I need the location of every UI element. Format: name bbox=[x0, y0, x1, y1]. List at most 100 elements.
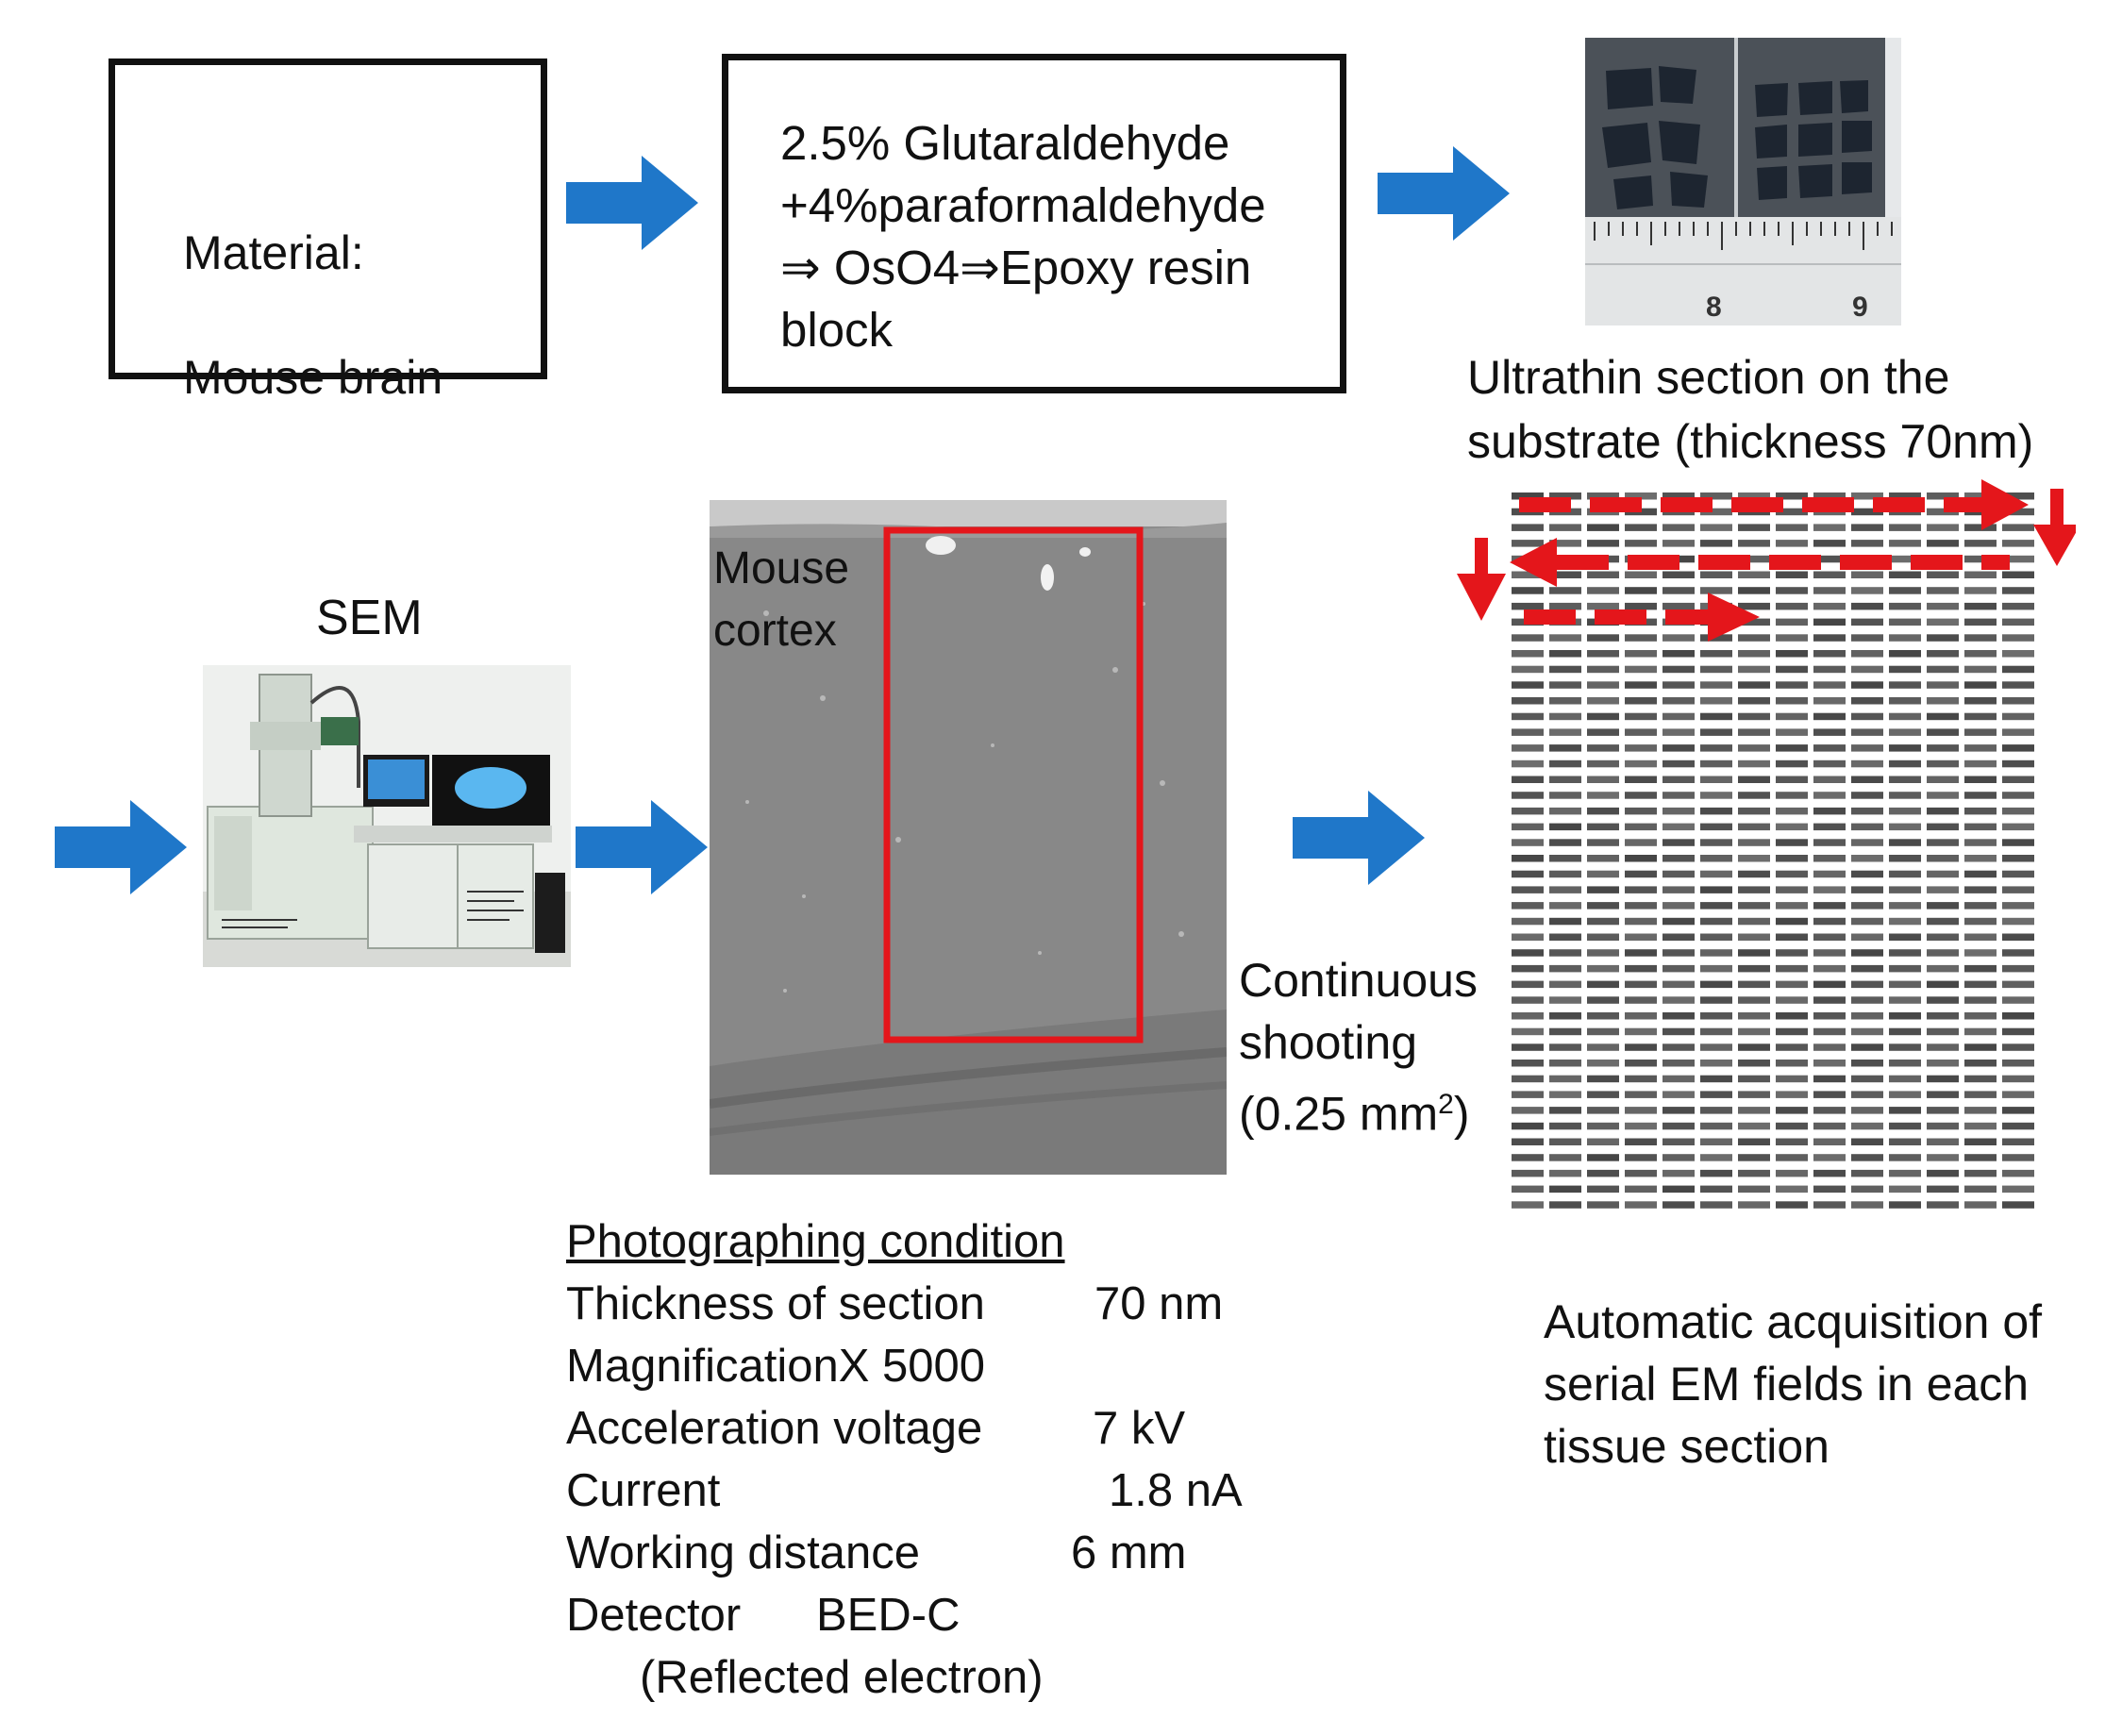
em-field-tile bbox=[1889, 712, 1921, 721]
em-field-tile bbox=[1889, 980, 1921, 989]
em-field-tile bbox=[1927, 634, 1959, 642]
material-label: Material: bbox=[183, 226, 364, 279]
em-field-tile bbox=[1813, 902, 1846, 910]
em-field-tile bbox=[1587, 1091, 1619, 1098]
em-field-tile bbox=[1625, 1027, 1657, 1036]
em-field-tile bbox=[2002, 634, 2034, 642]
em-field-tile bbox=[1625, 996, 1657, 1004]
em-field-tile bbox=[1738, 1091, 1770, 1098]
em-field-tile bbox=[1927, 1154, 1959, 1161]
em-field-tile bbox=[1549, 823, 1581, 831]
em-field-tile bbox=[1549, 492, 1581, 500]
em-field-tile bbox=[1663, 571, 1695, 578]
em-field-tile bbox=[1625, 728, 1657, 736]
em-field-tile bbox=[1738, 1185, 1770, 1194]
em-field-tile bbox=[2002, 1154, 2034, 1161]
em-field-tile bbox=[1927, 744, 1959, 752]
em-field-tile bbox=[1813, 949, 1846, 957]
em-field-tile bbox=[1700, 807, 1732, 815]
em-field-tile bbox=[1663, 807, 1695, 815]
em-field-tile bbox=[1851, 1185, 1883, 1194]
em-field-tile bbox=[1889, 634, 1921, 642]
em-field-tile bbox=[1587, 996, 1619, 1004]
em-field-tile bbox=[1776, 839, 1808, 846]
em-field-tile bbox=[1851, 587, 1883, 594]
em-field-tile bbox=[1512, 996, 1544, 1004]
em-field-tile bbox=[1889, 1027, 1921, 1036]
em-field-tile bbox=[1927, 933, 1959, 941]
em-field-tile bbox=[1851, 1060, 1883, 1067]
em-field-tile bbox=[1625, 792, 1657, 799]
em-field-tile bbox=[1851, 760, 1883, 768]
em-field-tile bbox=[1889, 964, 1921, 973]
em-field-tile bbox=[1663, 587, 1695, 594]
em-field-tile bbox=[1700, 855, 1732, 862]
em-field-tile bbox=[1889, 886, 1921, 893]
em-field-tile bbox=[1549, 697, 1581, 705]
em-field-tile bbox=[1700, 681, 1732, 689]
em-field-tile bbox=[1889, 744, 1921, 752]
em-field-tile bbox=[1927, 1201, 1959, 1209]
em-field-tile bbox=[1851, 1027, 1883, 1036]
em-field-tile bbox=[1512, 933, 1544, 941]
em-field-tile bbox=[1776, 540, 1808, 547]
em-field-tile bbox=[2002, 1027, 2034, 1036]
em-field-tile bbox=[2002, 650, 2034, 658]
em-field-tile bbox=[1700, 1091, 1732, 1098]
em-field-tile bbox=[1738, 792, 1770, 799]
em-field-tile bbox=[2002, 870, 2034, 878]
em-field-tile bbox=[1927, 697, 1959, 705]
em-field-tile bbox=[1889, 681, 1921, 689]
em-field-tile bbox=[1700, 697, 1732, 705]
em-field-tile bbox=[1549, 839, 1581, 846]
em-field-tile bbox=[1927, 524, 1959, 531]
em-field-tile bbox=[1738, 1107, 1770, 1114]
em-field-tile bbox=[1738, 964, 1770, 973]
em-field-tile bbox=[1738, 839, 1770, 846]
em-field-tile bbox=[1851, 571, 1883, 578]
em-field-tile bbox=[1738, 1122, 1770, 1130]
em-field-tile bbox=[1663, 1154, 1695, 1161]
em-field-tile bbox=[1663, 839, 1695, 846]
em-field-tile bbox=[1738, 744, 1770, 752]
em-field-tile bbox=[1549, 681, 1581, 689]
condition-row-thickness: Thickness of section 70 nm bbox=[566, 1278, 1224, 1329]
em-field-tile bbox=[1512, 839, 1544, 846]
em-field-tile bbox=[1549, 540, 1581, 547]
em-field-tile bbox=[1512, 665, 1544, 674]
em-field-tile bbox=[1587, 870, 1619, 878]
em-field-tile bbox=[1889, 839, 1921, 846]
material-value: Mouse brain bbox=[183, 351, 443, 404]
em-field-tile bbox=[1625, 807, 1657, 815]
em-field-tile bbox=[1700, 933, 1732, 941]
em-field-tile bbox=[1927, 902, 1959, 910]
em-field-tile bbox=[1927, 728, 1959, 736]
em-field-tile bbox=[1700, 792, 1732, 799]
em-field-tile bbox=[1512, 1027, 1544, 1036]
em-field-tile bbox=[2002, 697, 2034, 705]
em-field-tile bbox=[1851, 665, 1883, 674]
em-field-tile bbox=[1851, 1043, 1883, 1051]
em-field-tile bbox=[1738, 996, 1770, 1004]
em-field-tile bbox=[1700, 1107, 1732, 1114]
em-field-tile bbox=[1700, 917, 1732, 926]
em-field-tile bbox=[1964, 1185, 1997, 1194]
em-field-tile bbox=[1738, 1154, 1770, 1161]
em-field-tile bbox=[1776, 524, 1808, 531]
em-field-tile bbox=[2002, 1091, 2034, 1098]
em-field-tile bbox=[1512, 1201, 1544, 1209]
em-field-tile bbox=[1663, 665, 1695, 674]
em-field-tile bbox=[1625, 886, 1657, 893]
em-field-tile bbox=[1663, 602, 1695, 610]
em-field-tile bbox=[1927, 1169, 1959, 1177]
em-field-tile bbox=[1625, 587, 1657, 594]
em-field-tile bbox=[1549, 634, 1581, 642]
em-field-tile bbox=[1738, 555, 1770, 563]
em-field-tile bbox=[1964, 1138, 1997, 1145]
em-field-tile bbox=[1587, 1107, 1619, 1114]
em-field-tile bbox=[1587, 760, 1619, 768]
acquisition-caption: Automatic acquisition of serial EM field… bbox=[1544, 1295, 2043, 1473]
em-field-tile bbox=[1625, 1154, 1657, 1161]
em-field-tile bbox=[1549, 587, 1581, 594]
em-field-tile bbox=[2002, 996, 2034, 1004]
